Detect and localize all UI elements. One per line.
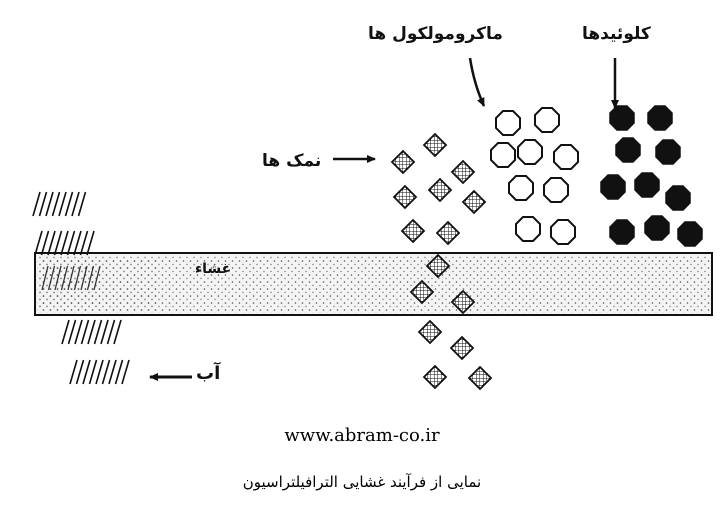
salt-particle (467, 365, 493, 391)
water-streak-mark (100, 319, 109, 345)
salt-particle (435, 220, 461, 246)
salt-particle (409, 279, 435, 305)
water-label: آب (196, 363, 221, 384)
macromolecule-particle (495, 110, 521, 136)
water-streak-mark (86, 265, 95, 291)
water-streak-mark (86, 230, 95, 256)
membrane-label: غشاء (195, 261, 232, 277)
water-streak-mark (38, 191, 48, 217)
water-streak-mark (73, 265, 82, 291)
colloid-particle (609, 105, 635, 131)
water-streak-mark (47, 230, 56, 256)
colloid-particle (677, 221, 703, 247)
salt-particle (422, 364, 448, 390)
macromolecule-particle (553, 144, 579, 170)
water-streak-mark (121, 359, 130, 385)
salts-label: نمک ها (262, 151, 322, 171)
figure-caption: نمایی از فرآیند غشایی الترافیلتراسیون (242, 473, 482, 491)
water-streak-mark (93, 319, 103, 345)
salt-particles (390, 132, 493, 391)
water-streak-mark (67, 319, 77, 345)
water-streak-mark (114, 359, 124, 385)
water-streak-mark (54, 265, 62, 291)
water-streak-mark (80, 265, 88, 291)
macromolecules-label: ماکرومولکول ها (368, 24, 503, 44)
salt-particle (450, 289, 476, 315)
colloid-particles (600, 105, 703, 247)
macromolecule-particle (517, 139, 543, 165)
colloid-particle (665, 185, 691, 211)
salt-particle (390, 149, 416, 175)
salt-particle (417, 319, 443, 345)
salt-particle (422, 132, 448, 158)
water-streak-mark (60, 230, 69, 256)
water-streak-mark (53, 230, 63, 256)
colloid-particle (647, 105, 673, 131)
water-streak-mark (77, 191, 87, 217)
macromolecule-particle (490, 142, 516, 168)
salt-particle (461, 189, 487, 215)
water-streak-mark (40, 230, 50, 256)
colloid-particle (600, 174, 626, 200)
salt-particle (427, 177, 453, 203)
source-url: www.abram-co.ir (284, 425, 440, 446)
water-streak-mark (82, 359, 91, 385)
water-streak-mark (32, 191, 41, 217)
water-streak-mark (88, 359, 98, 385)
water-streak-mark (34, 230, 43, 256)
water-streak-mark (71, 191, 80, 217)
macromolecule-particle (550, 219, 576, 245)
water-streak-mark (79, 230, 89, 256)
water-streak-mark (93, 265, 101, 291)
macromolecule-particle (515, 216, 541, 242)
water-streak-mark (73, 230, 82, 256)
water-streaks (32, 191, 130, 385)
colloid-particle (644, 215, 670, 241)
water-streak-mark (108, 359, 117, 385)
water-streak-mark (51, 191, 61, 217)
water-streak-mark (41, 265, 49, 291)
water-streak-mark (74, 319, 83, 345)
colloid-particle (615, 137, 641, 163)
salt-particle (392, 184, 418, 210)
salt-particle (425, 253, 451, 279)
water-streak-mark (69, 359, 78, 385)
water-streak-mark (113, 319, 122, 345)
macromolecules-arrow-icon (468, 57, 486, 107)
water-streak-mark (45, 191, 54, 217)
colloids-label: کلوئیدها (582, 24, 651, 44)
water-streak-mark (58, 191, 67, 217)
macromolecule-particles (490, 107, 579, 245)
macromolecule-particle (508, 175, 534, 201)
colloid-particle (634, 172, 660, 198)
water-streak-mark (61, 319, 70, 345)
membrane (34, 252, 713, 316)
salt-particle (400, 218, 426, 244)
salt-particle (449, 335, 475, 361)
macromolecule-particle (543, 177, 569, 203)
water-streak-mark (95, 359, 104, 385)
water-streak-mark (80, 319, 90, 345)
macromolecule-particle (534, 107, 560, 133)
water-streak-mark (87, 319, 96, 345)
water-streak-mark (101, 359, 111, 385)
colloid-particle (655, 139, 681, 165)
water-streak-mark (66, 230, 76, 256)
water-streak-mark (60, 265, 69, 291)
water-streak-mark (75, 359, 85, 385)
water-streak-mark (47, 265, 56, 291)
water-streak-mark (67, 265, 75, 291)
water-streak-mark (106, 319, 116, 345)
colloid-particle (609, 219, 635, 245)
salt-particle (450, 159, 476, 185)
water-streak-mark (64, 191, 74, 217)
